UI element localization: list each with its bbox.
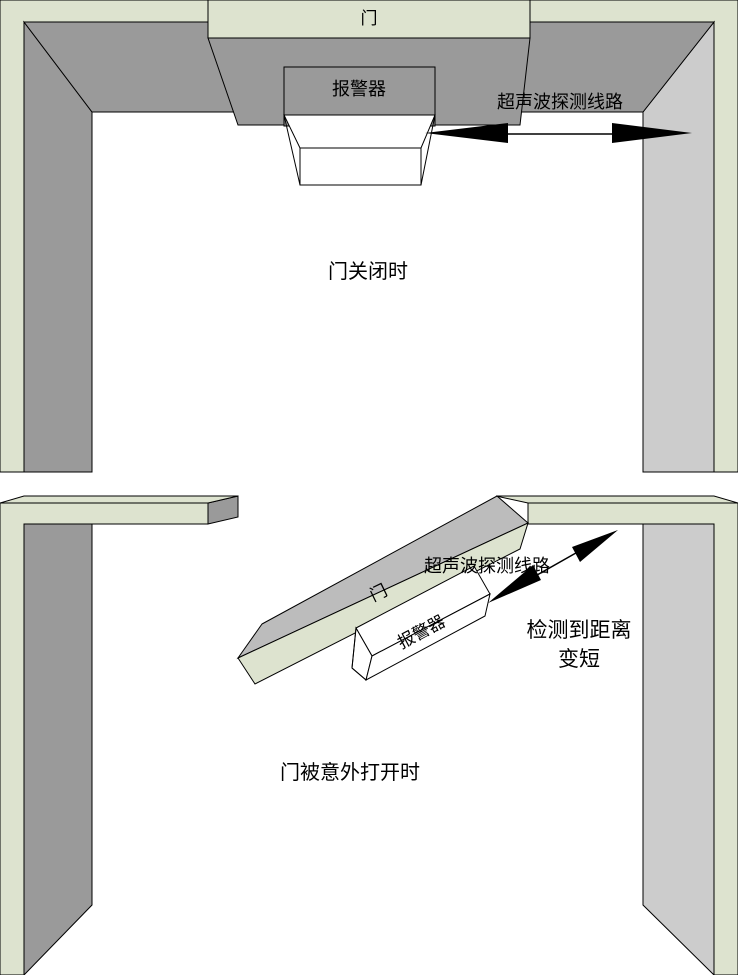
- detect-text-line2: 变短: [558, 647, 600, 671]
- short-path-arrow: [488, 530, 618, 603]
- open-door-scene: 门 报警器 超声波探测线路 检测到距离 变短 门被意外打开时: [0, 495, 738, 975]
- left-wall-top: [0, 495, 239, 504]
- closed-door-scene: 门 报警器 超声波探测线路 门关闭时: [0, 0, 738, 473]
- right-wall-side: [642, 523, 715, 975]
- left-wall-side: [23, 523, 93, 975]
- right-wall-top: [495, 495, 738, 504]
- ultrasonic-path-label: 超声波探测线路: [497, 92, 623, 113]
- short-path-label: 超声波探测线路: [424, 556, 550, 577]
- detect-text-line1: 检测到距离: [527, 618, 632, 642]
- alarm-label: 报警器: [332, 79, 386, 100]
- alarm-box: [283, 66, 436, 186]
- closed-caption: 门关闭时: [328, 259, 408, 283]
- ultrasonic-path-arrow: [425, 123, 692, 143]
- open-door: [236, 495, 529, 685]
- door-panel: [207, 0, 531, 39]
- open-caption: 门被意外打开时: [280, 760, 420, 784]
- door-label: 门: [361, 9, 378, 29]
- open-alarm-box: [351, 565, 491, 681]
